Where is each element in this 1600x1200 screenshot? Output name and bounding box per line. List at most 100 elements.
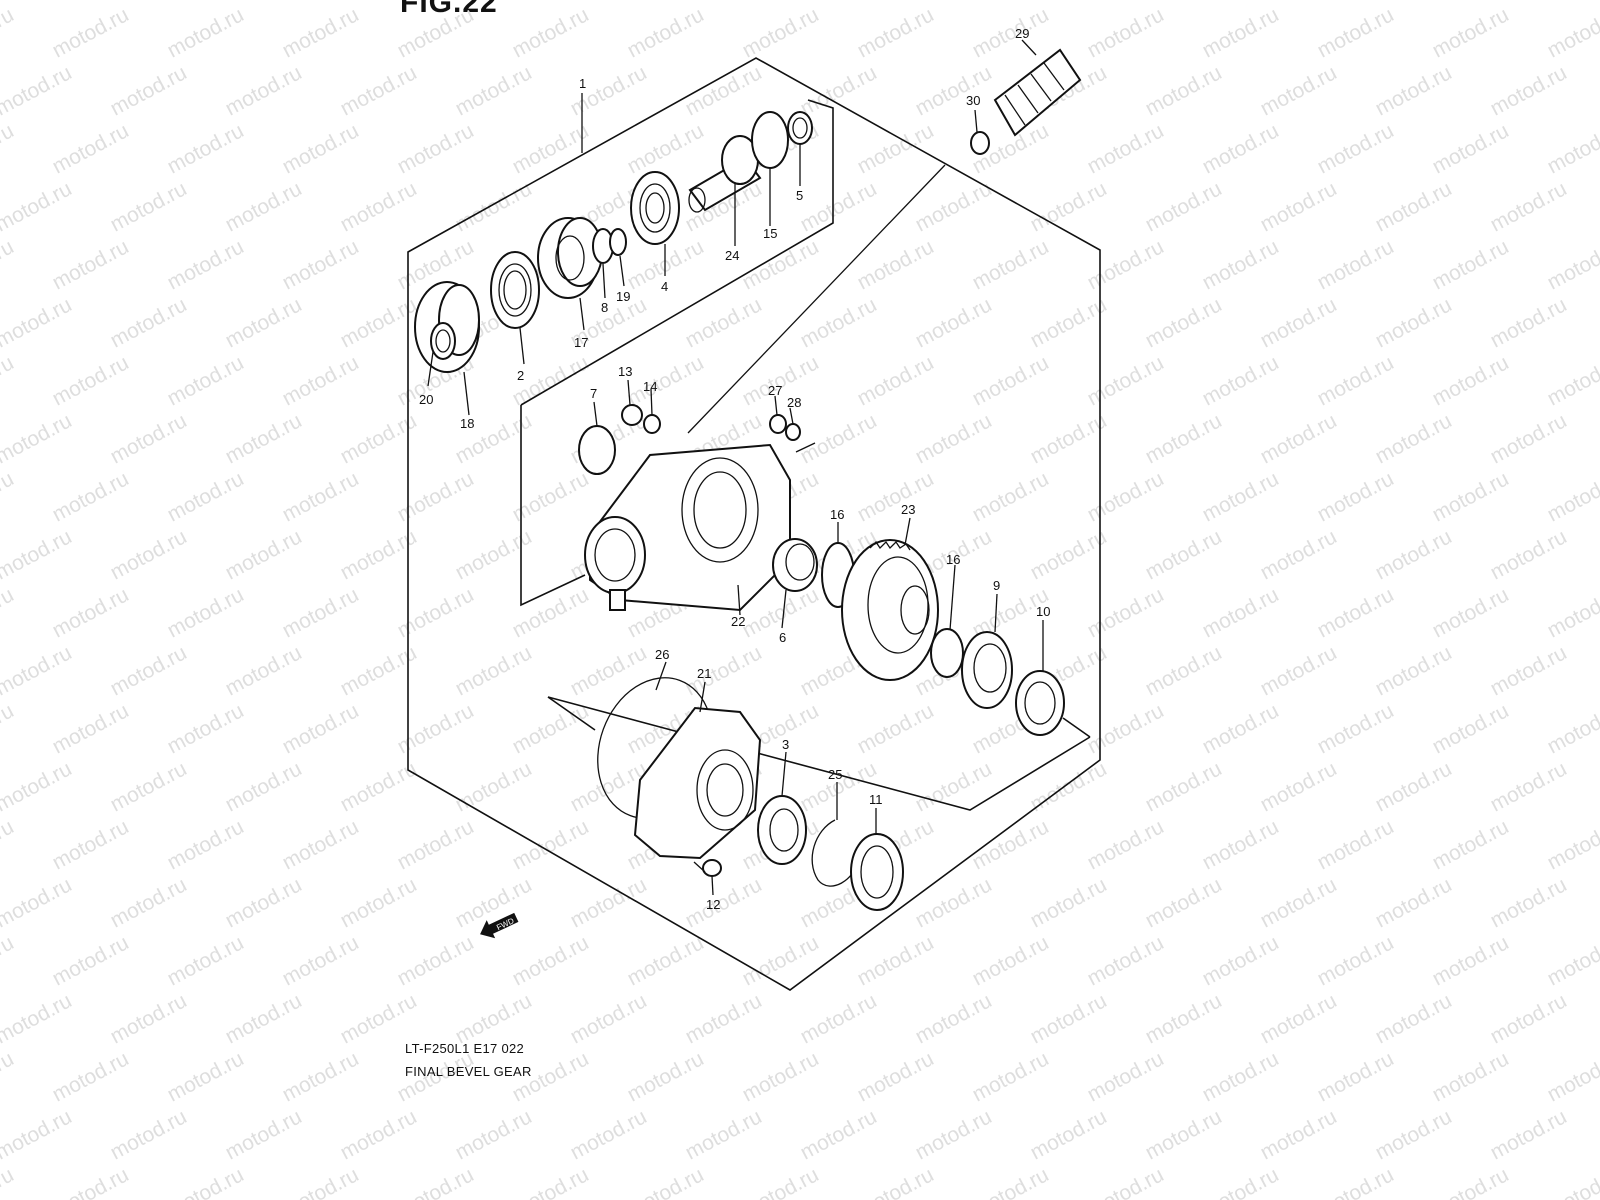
watermark-text: motod.ru bbox=[1257, 293, 1341, 352]
watermark-text: motod.ru bbox=[1372, 61, 1456, 120]
part-19-ring bbox=[609, 228, 627, 256]
watermark-text: motod.ru bbox=[49, 815, 133, 874]
part-3-bearing bbox=[757, 795, 807, 865]
watermark-text: motod.ru bbox=[279, 467, 363, 526]
watermark-text: motod.ru bbox=[1544, 1163, 1600, 1200]
watermark-text: motod.ru bbox=[107, 873, 191, 932]
watermark-text: motod.ru bbox=[969, 931, 1053, 990]
watermark-text: motod.ru bbox=[0, 989, 76, 1048]
watermark-text: motod.ru bbox=[107, 409, 191, 468]
watermark-text: motod.ru bbox=[452, 989, 536, 1048]
watermark-text: motod.ru bbox=[49, 235, 133, 294]
watermark-text: motod.ru bbox=[969, 235, 1053, 294]
label-part-27: 27 bbox=[768, 383, 782, 398]
watermark-text: motod.ru bbox=[1544, 235, 1600, 294]
watermark-text: motod.ru bbox=[1372, 757, 1456, 816]
watermark-text: motod.ru bbox=[164, 815, 248, 874]
watermark-text: motod.ru bbox=[49, 3, 133, 62]
watermark-text: motod.ru bbox=[1314, 119, 1398, 178]
caption-model-code: LT-F250L1 E17 022 bbox=[405, 1041, 525, 1056]
label-part-3: 3 bbox=[782, 737, 789, 752]
watermark-text: motod.ru bbox=[107, 293, 191, 352]
watermark-text: motod.ru bbox=[969, 1163, 1053, 1200]
part-16-ring-b bbox=[930, 628, 964, 678]
watermark-text: motod.ru bbox=[969, 1047, 1053, 1106]
watermark-text: motod.ru bbox=[854, 931, 938, 990]
part-13-plug bbox=[621, 404, 643, 426]
watermark-text: motod.ru bbox=[337, 1105, 421, 1164]
watermark-text: motod.ru bbox=[337, 61, 421, 120]
watermark-text: motod.ru bbox=[1084, 467, 1168, 526]
label-part-28: 28 bbox=[787, 395, 801, 410]
watermark-text: motod.ru bbox=[1142, 989, 1226, 1048]
watermark-text: motod.ru bbox=[739, 1047, 823, 1106]
watermark-text: motod.ru bbox=[1314, 1163, 1398, 1200]
watermark-text: motod.ru bbox=[624, 1047, 708, 1106]
watermark-text: motod.ru bbox=[1142, 1105, 1226, 1164]
watermark-text: motod.ru bbox=[164, 931, 248, 990]
watermark-text: motod.ru bbox=[1544, 467, 1600, 526]
label-part-18: 18 bbox=[460, 416, 474, 431]
watermark-text: motod.ru bbox=[854, 235, 938, 294]
part-24-pinion-shaft bbox=[688, 135, 762, 213]
label-part-23: 23 bbox=[901, 502, 915, 517]
watermark-text: motod.ru bbox=[164, 699, 248, 758]
watermark-text: motod.ru bbox=[1027, 177, 1111, 236]
watermark-text: motod.ru bbox=[49, 467, 133, 526]
part-28-washer bbox=[785, 423, 801, 441]
label-part-19: 19 bbox=[616, 289, 630, 304]
watermark-text: motod.ru bbox=[912, 873, 996, 932]
watermark-text: motod.ru bbox=[279, 699, 363, 758]
part-17-nut bbox=[537, 217, 603, 299]
part-number-labels: 1 2 3 4 5 6 7 8 9 10 11 12 13 14 15 16 1… bbox=[419, 26, 1050, 912]
label-part-20: 20 bbox=[419, 392, 433, 407]
watermark-text: motod.ru bbox=[912, 989, 996, 1048]
part-10-oil-seal bbox=[1015, 670, 1065, 736]
watermark-text: motod.ru bbox=[1199, 467, 1283, 526]
watermark-text: motod.ru bbox=[1544, 699, 1600, 758]
watermark-text: motod.ru bbox=[1372, 293, 1456, 352]
watermark-text: motod.ru bbox=[854, 351, 938, 410]
label-part-2: 2 bbox=[517, 368, 524, 383]
watermark-text: motod.ru bbox=[1027, 1105, 1111, 1164]
watermark-text: motod.ru bbox=[1142, 641, 1226, 700]
watermark-text: motod.ru bbox=[394, 119, 478, 178]
watermark-text: motod.ru bbox=[1544, 3, 1600, 62]
watermark-text: motod.ru bbox=[739, 235, 823, 294]
watermark-text: motod.ru bbox=[452, 641, 536, 700]
label-part-5: 5 bbox=[796, 188, 803, 203]
figure-title: FIG.22 bbox=[400, 0, 498, 19]
watermark-text: motod.ru bbox=[1084, 931, 1168, 990]
watermark-text: motod.ru bbox=[222, 177, 306, 236]
watermark-text: motod.ru bbox=[854, 1163, 938, 1200]
watermark-text: motod.ru bbox=[1487, 525, 1571, 584]
watermark-text: motod.ru bbox=[1027, 525, 1111, 584]
watermark-text: motod.ru bbox=[1142, 757, 1226, 816]
watermark-text: motod.ru bbox=[1257, 1105, 1341, 1164]
part-4-bearing bbox=[630, 171, 680, 245]
watermark-text: motod.ru bbox=[1429, 815, 1513, 874]
part-22-housing bbox=[584, 443, 791, 612]
watermark-text: motod.ru bbox=[1314, 583, 1398, 642]
watermark-text: motod.ru bbox=[624, 931, 708, 990]
watermark-text: motod.ru bbox=[1257, 409, 1341, 468]
watermark-text: motod.ru bbox=[1199, 815, 1283, 874]
label-part-29: 29 bbox=[1015, 26, 1029, 41]
watermark-text: motod.ru bbox=[1487, 409, 1571, 468]
watermark-text: motod.ru bbox=[797, 989, 881, 1048]
watermark-text: motod.ru bbox=[1487, 757, 1571, 816]
watermark-text: motod.ru bbox=[1199, 1047, 1283, 1106]
watermark-text: motod.ru bbox=[1429, 351, 1513, 410]
watermark-text: motod.ru bbox=[1199, 931, 1283, 990]
watermark-text: motod.ru bbox=[1314, 351, 1398, 410]
watermark-text: motod.ru bbox=[969, 3, 1053, 62]
watermark-text: motod.ru bbox=[452, 61, 536, 120]
watermark-text: motod.ru bbox=[1429, 1047, 1513, 1106]
watermark-text: motod.ru bbox=[452, 177, 536, 236]
part-21-cover bbox=[633, 706, 762, 860]
watermark-text: motod.ru bbox=[1314, 1047, 1398, 1106]
watermark-text: motod.ru bbox=[1257, 989, 1341, 1048]
watermark-text: motod.ru bbox=[1314, 699, 1398, 758]
watermark-text: motod.ru bbox=[279, 351, 363, 410]
